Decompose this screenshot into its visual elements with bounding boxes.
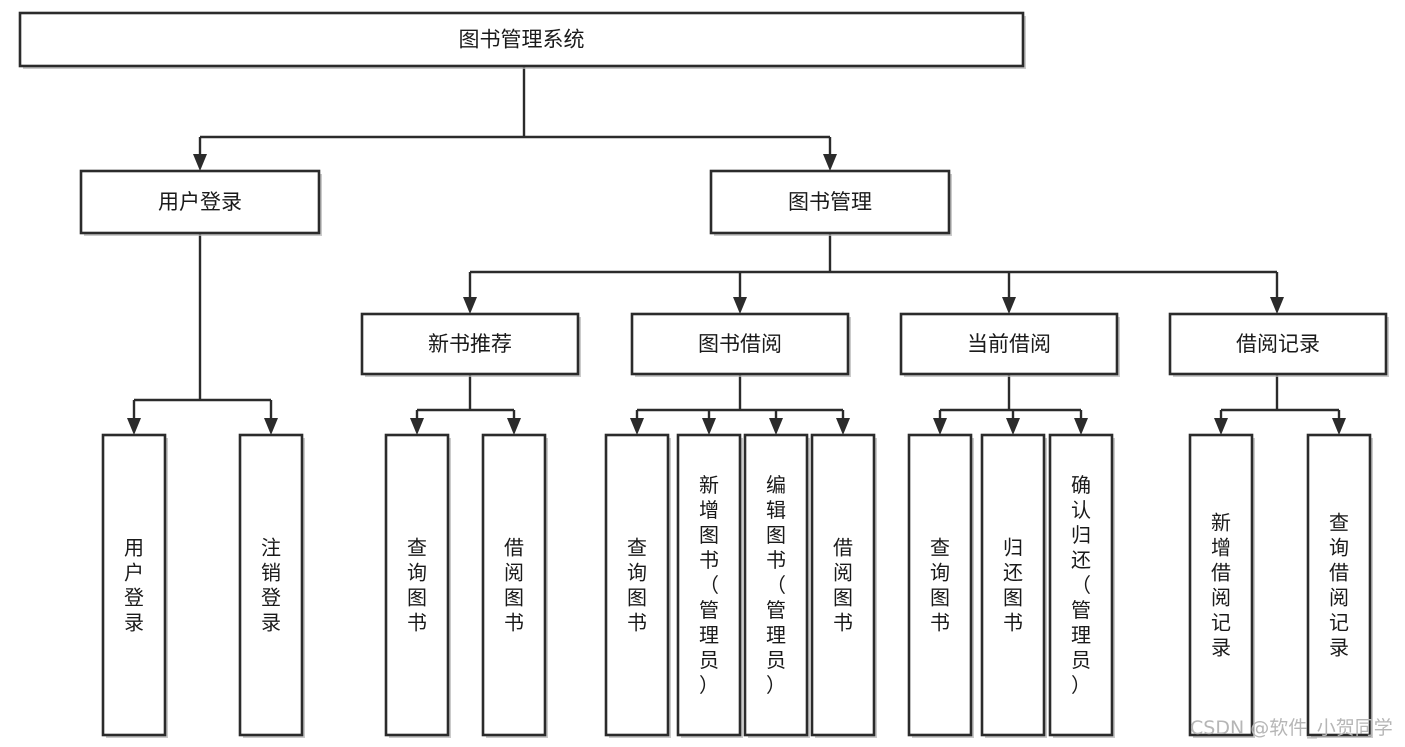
connector-arrowhead xyxy=(1214,418,1228,435)
connector-arrowhead xyxy=(410,418,424,435)
node-current-borrow-label: 当前借阅 xyxy=(967,332,1051,356)
node-leaf-add-record-label: 新增借阅记录 xyxy=(1211,511,1231,660)
node-leaf-confirm-return-label: 确认归还（管理员） xyxy=(1071,473,1091,697)
node-root-system-label: 图书管理系统 xyxy=(459,28,585,52)
node-book-manage-label: 图书管理 xyxy=(788,190,872,214)
connector-arrowhead xyxy=(1002,297,1016,314)
node-leaf-query-book-2[interactable]: 查询图书 xyxy=(604,433,671,738)
connector-arrowhead xyxy=(1332,418,1346,435)
connector-userlogin-to-leaves xyxy=(127,233,278,435)
node-leaf-edit-book[interactable]: 编辑图书（管理员） xyxy=(743,433,810,738)
node-book-manage[interactable]: 图书管理 xyxy=(709,169,952,236)
connector-bookmanage-to-level2 xyxy=(463,233,1284,314)
connector-arrowhead xyxy=(264,418,278,435)
connector-arrowhead xyxy=(733,297,747,314)
node-leaf-borrow-book-2-rect xyxy=(810,433,876,737)
node-borrow-record-label: 借阅记录 xyxy=(1236,332,1320,356)
connector-arrowhead xyxy=(702,418,716,435)
connector-borrowrecord-to-leaves xyxy=(1214,374,1346,435)
node-user-login-label: 用户登录 xyxy=(158,190,242,214)
node-leaf-user-logout-label: 注销登录 xyxy=(261,536,281,635)
node-leaf-confirm-return[interactable]: 确认归还（管理员） xyxy=(1048,433,1115,738)
node-user-login[interactable]: 用户登录 xyxy=(79,169,322,236)
node-leaf-user-login[interactable]: 用户登录 xyxy=(101,433,168,738)
node-leaf-add-book[interactable]: 新增图书（管理员） xyxy=(676,433,743,738)
node-leaf-query-book-1-rect xyxy=(384,433,450,737)
node-leaf-borrow-book-2-label: 借阅图书 xyxy=(833,536,853,635)
node-root-system-rect xyxy=(18,11,1025,68)
csdn-watermark: CSDN @软件_小贺同学 xyxy=(1190,717,1393,739)
node-leaf-query-book-2-label: 查询图书 xyxy=(627,536,647,635)
node-leaf-user-logout-rect xyxy=(238,433,304,737)
node-leaf-borrow-book-1[interactable]: 借阅图书 xyxy=(481,433,548,738)
connector-arrowhead xyxy=(836,418,850,435)
node-leaf-query-book-2-rect xyxy=(604,433,670,737)
node-leaf-confirm-return-rect xyxy=(1048,433,1114,737)
connector-arrowhead xyxy=(1270,297,1284,314)
node-leaf-add-record-rect xyxy=(1188,433,1254,737)
node-leaf-query-record-rect xyxy=(1306,433,1372,737)
connector-layer xyxy=(127,66,1346,435)
connector-arrowhead xyxy=(769,418,783,435)
node-layer: 图书管理系统用户登录图书管理新书推荐图书借阅当前借阅借阅记录用户登录注销登录查询… xyxy=(18,11,1389,738)
connector-arrowhead xyxy=(463,297,477,314)
node-leaf-query-book-1-label: 查询图书 xyxy=(407,536,427,635)
connector-root-to-level1 xyxy=(193,66,837,171)
connector-currentborrow-to-leaves xyxy=(933,374,1088,435)
node-user-login-rect xyxy=(79,169,321,235)
node-leaf-borrow-book-1-rect xyxy=(481,433,547,737)
connector-arrowhead xyxy=(823,154,837,171)
node-leaf-borrow-book-2[interactable]: 借阅图书 xyxy=(810,433,877,738)
connector-arrowhead xyxy=(1074,418,1088,435)
connector-arrowhead xyxy=(933,418,947,435)
connector-newbookrec-to-leaves xyxy=(410,374,521,435)
connector-arrowhead xyxy=(630,418,644,435)
node-leaf-add-book-rect xyxy=(676,433,742,737)
node-new-book-rec[interactable]: 新书推荐 xyxy=(360,312,581,377)
node-leaf-query-book-1[interactable]: 查询图书 xyxy=(384,433,451,738)
node-leaf-query-record[interactable]: 查询借阅记录 xyxy=(1306,433,1373,738)
node-book-manage-rect xyxy=(709,169,951,235)
node-leaf-add-record[interactable]: 新增借阅记录 xyxy=(1188,433,1255,738)
node-new-book-rec-label: 新书推荐 xyxy=(428,332,512,356)
node-leaf-edit-book-label: 编辑图书（管理员） xyxy=(766,473,786,697)
connector-bookborrow-to-leaves xyxy=(630,374,850,435)
node-leaf-return-book[interactable]: 归还图书 xyxy=(980,433,1047,738)
node-leaf-query-book-3-label: 查询图书 xyxy=(930,536,950,635)
node-leaf-user-login-label: 用户登录 xyxy=(124,536,144,635)
node-current-borrow-rect xyxy=(899,312,1119,376)
node-current-borrow[interactable]: 当前借阅 xyxy=(899,312,1120,377)
connector-arrowhead xyxy=(193,154,207,171)
connector-arrowhead xyxy=(1006,418,1020,435)
node-book-borrow[interactable]: 图书借阅 xyxy=(630,312,851,377)
node-borrow-record-rect xyxy=(1168,312,1388,376)
node-leaf-return-book-label: 归还图书 xyxy=(1003,536,1023,635)
node-leaf-borrow-book-1-label: 借阅图书 xyxy=(504,536,524,635)
node-leaf-edit-book-rect xyxy=(743,433,809,737)
connector-arrowhead xyxy=(507,418,521,435)
node-borrow-record[interactable]: 借阅记录 xyxy=(1168,312,1389,377)
node-leaf-return-book-rect xyxy=(980,433,1046,737)
node-new-book-rec-rect xyxy=(360,312,580,376)
node-leaf-user-logout[interactable]: 注销登录 xyxy=(238,433,305,738)
node-book-borrow-label: 图书借阅 xyxy=(698,332,782,356)
node-leaf-user-login-rect xyxy=(101,433,167,737)
node-root-system[interactable]: 图书管理系统 xyxy=(18,11,1026,69)
node-leaf-add-book-label: 新增图书（管理员） xyxy=(699,473,719,697)
node-book-borrow-rect xyxy=(630,312,850,376)
node-leaf-query-book-3[interactable]: 查询图书 xyxy=(907,433,974,738)
connector-arrowhead xyxy=(127,418,141,435)
node-leaf-query-book-3-rect xyxy=(907,433,973,737)
node-leaf-query-record-label: 查询借阅记录 xyxy=(1329,511,1349,660)
